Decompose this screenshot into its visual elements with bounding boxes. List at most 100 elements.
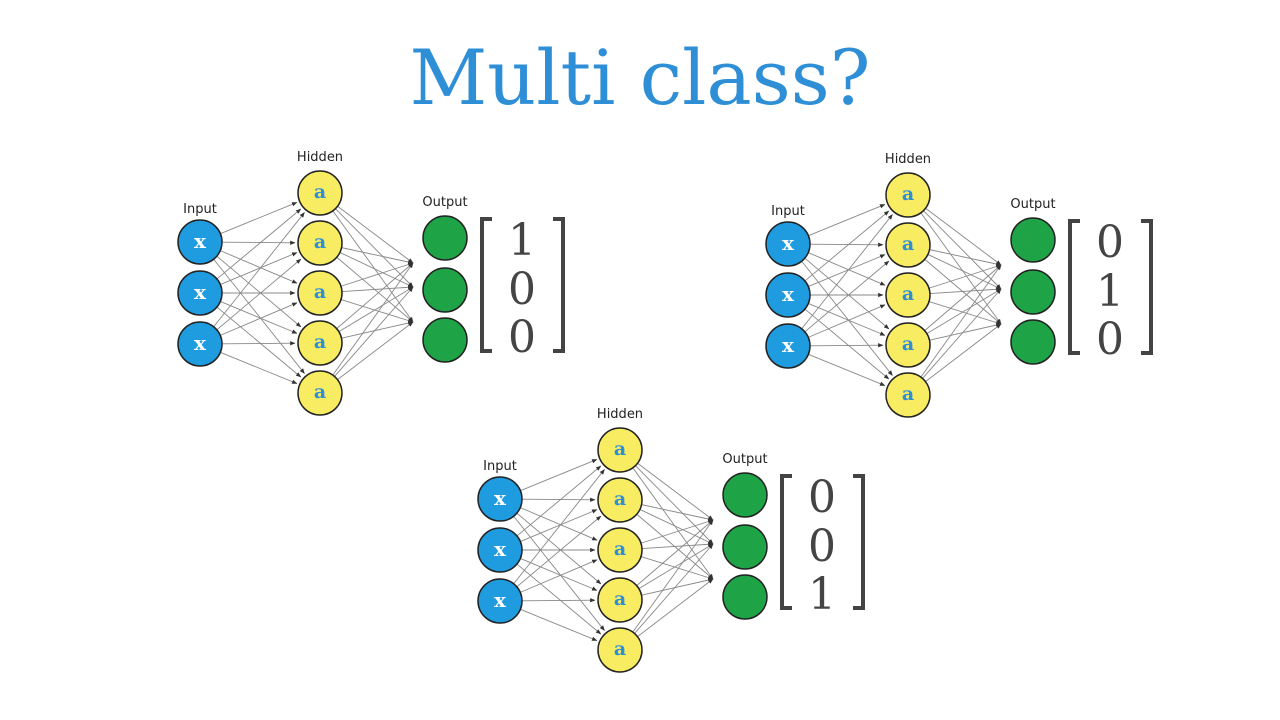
output-vector: 001 bbox=[780, 472, 865, 620]
edge-hidden-output bbox=[641, 504, 714, 522]
edge-input-hidden bbox=[513, 515, 605, 631]
left-bracket bbox=[1068, 219, 1080, 355]
connection-lines bbox=[213, 202, 414, 384]
edge-hidden-output bbox=[928, 301, 1002, 325]
edge-input-hidden bbox=[220, 252, 298, 285]
edge-hidden-output bbox=[922, 288, 1002, 379]
edge-input-hidden bbox=[516, 465, 602, 537]
output-vector-value: 0 bbox=[508, 264, 536, 315]
edge-hidden-output bbox=[925, 323, 1002, 383]
hidden-node: a bbox=[297, 320, 343, 366]
output-vector-value: 0 bbox=[808, 521, 836, 572]
edge-input-hidden bbox=[801, 214, 893, 330]
edge-input-hidden bbox=[516, 512, 602, 585]
edge-hidden-output bbox=[641, 577, 714, 596]
edge-input-hidden bbox=[513, 469, 605, 585]
edge-input-hidden bbox=[804, 260, 890, 333]
svg-text:a: a bbox=[902, 333, 914, 355]
edge-hidden-output bbox=[637, 578, 714, 638]
edge-hidden-output bbox=[928, 264, 1002, 289]
edge-hidden-output bbox=[339, 252, 414, 288]
svg-text:a: a bbox=[902, 383, 914, 405]
input-node: x bbox=[177, 270, 223, 316]
right-bracket bbox=[553, 217, 565, 353]
svg-text:a: a bbox=[314, 331, 326, 353]
hidden-node: a bbox=[297, 170, 343, 216]
connection-lines bbox=[513, 459, 714, 641]
edge-input-hidden bbox=[221, 240, 296, 245]
right-bracket bbox=[1141, 219, 1153, 355]
output-node bbox=[722, 524, 768, 570]
output-vector-value: 0 bbox=[1096, 217, 1124, 268]
hidden-node: a bbox=[297, 220, 343, 266]
edge-hidden-output bbox=[341, 247, 414, 265]
edge-hidden-output bbox=[332, 210, 414, 323]
edge-hidden-output bbox=[920, 264, 1002, 378]
edge-input-hidden bbox=[520, 509, 598, 542]
output-vector-value: 0 bbox=[508, 312, 536, 363]
output-node bbox=[1010, 269, 1056, 315]
edge-input-hidden bbox=[804, 210, 890, 282]
output-layer-label: Output bbox=[422, 195, 467, 210]
edge-hidden-output bbox=[341, 320, 414, 339]
input-node: x bbox=[177, 321, 223, 367]
output-node bbox=[422, 317, 468, 363]
hidden-layer-label: Hidden bbox=[885, 152, 931, 167]
hidden-node: a bbox=[885, 372, 931, 418]
svg-text:a: a bbox=[314, 181, 326, 203]
edge-hidden-output bbox=[638, 543, 714, 590]
svg-text:a: a bbox=[314, 281, 326, 303]
edge-hidden-output bbox=[920, 212, 1002, 325]
input-layer-label: Input bbox=[183, 202, 217, 217]
edge-input-hidden bbox=[520, 459, 598, 492]
hidden-layer-label: Hidden bbox=[297, 150, 343, 165]
edge-input-hidden bbox=[216, 258, 302, 331]
edge-input-hidden bbox=[521, 497, 596, 502]
edge-input-hidden bbox=[520, 558, 598, 591]
output-vector-value: 0 bbox=[1096, 314, 1124, 365]
output-node bbox=[722, 574, 768, 620]
edge-hidden-output bbox=[641, 542, 714, 550]
output-node bbox=[1010, 319, 1056, 365]
edge-hidden-output bbox=[929, 322, 1002, 341]
svg-text:x: x bbox=[494, 537, 507, 561]
input-layer-label: Input bbox=[771, 204, 805, 219]
svg-text:a: a bbox=[902, 233, 914, 255]
hidden-node: a bbox=[597, 477, 643, 523]
svg-text:x: x bbox=[782, 231, 795, 255]
svg-text:a: a bbox=[902, 283, 914, 305]
hidden-node: a bbox=[885, 322, 931, 368]
hidden-layer-label: Hidden bbox=[597, 407, 643, 422]
edge-input-hidden bbox=[516, 515, 602, 588]
edge-hidden-output bbox=[334, 286, 414, 377]
svg-text:a: a bbox=[902, 183, 914, 205]
input-node: x bbox=[765, 272, 811, 318]
edge-hidden-output bbox=[925, 207, 1002, 266]
svg-text:a: a bbox=[614, 488, 626, 510]
edge-hidden-output bbox=[340, 262, 414, 287]
edge-hidden-output bbox=[640, 519, 714, 544]
edge-input-hidden bbox=[808, 252, 886, 286]
edge-hidden-output bbox=[337, 321, 414, 381]
output-node bbox=[1010, 217, 1056, 263]
edge-input-hidden bbox=[220, 202, 298, 235]
hidden-node: a bbox=[297, 270, 343, 316]
output-node bbox=[722, 472, 768, 518]
edge-input-hidden bbox=[808, 303, 886, 336]
svg-text:x: x bbox=[782, 333, 795, 357]
edge-hidden-output bbox=[632, 467, 714, 580]
edge-hidden-output bbox=[924, 264, 1002, 331]
edge-hidden-output bbox=[340, 299, 414, 323]
svg-text:x: x bbox=[494, 588, 507, 612]
edge-input-hidden bbox=[213, 212, 305, 328]
hidden-node: a bbox=[597, 577, 643, 623]
output-vector-value: 1 bbox=[808, 569, 836, 620]
right-bracket bbox=[853, 474, 865, 610]
edge-input-hidden bbox=[808, 254, 886, 287]
edge-input-hidden bbox=[808, 304, 886, 338]
edge-hidden-output bbox=[632, 519, 714, 633]
svg-text:a: a bbox=[614, 638, 626, 660]
output-layer-label: Output bbox=[722, 452, 767, 467]
